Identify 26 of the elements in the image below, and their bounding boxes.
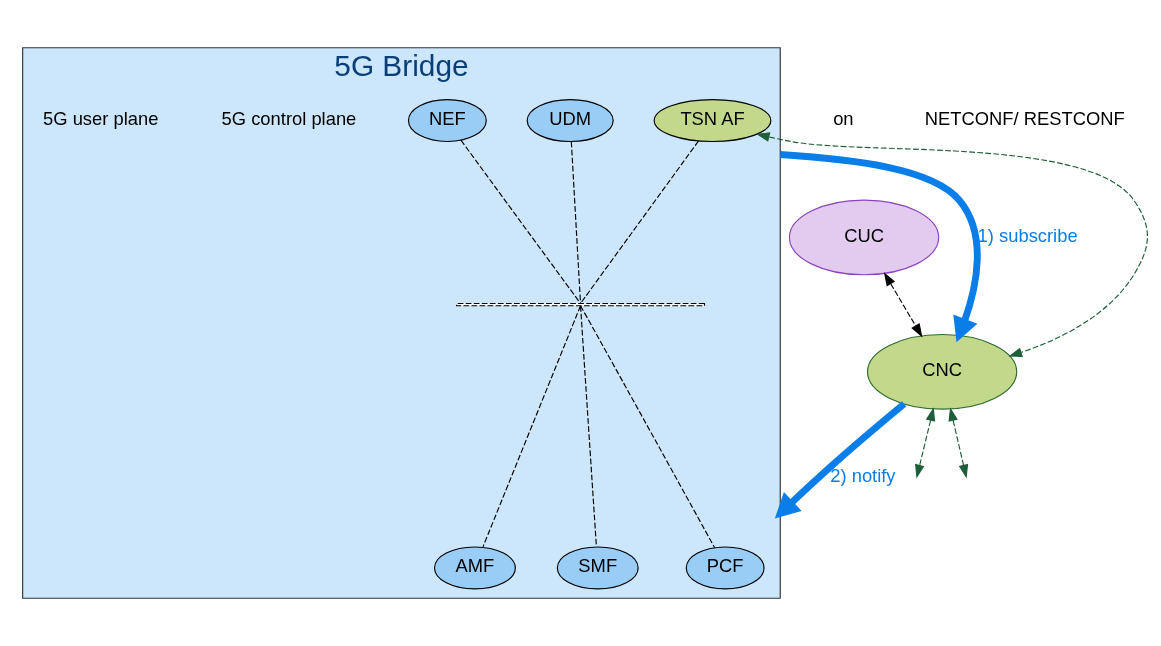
connector	[482, 305, 581, 548]
arrow	[948, 407, 969, 479]
node-ellipse: PCF	[685, 546, 765, 590]
node-ellipse: AMF	[433, 546, 516, 590]
label: 5G user plane	[43, 107, 159, 129]
connector	[579, 305, 597, 548]
connector	[580, 140, 699, 304]
connector	[460, 139, 582, 304]
node-ellipse: CUC	[788, 199, 940, 276]
arrow	[774, 401, 907, 519]
node-ellipse: SMF	[556, 546, 639, 590]
edge-label: 1) subscribe	[977, 224, 1078, 246]
node-ellipse: CNC	[866, 333, 1018, 410]
arrow	[780, 151, 981, 343]
label: NETCONF/ RESTCONF	[924, 107, 1125, 129]
connector	[580, 305, 716, 549]
arrow	[883, 272, 923, 338]
edge-label: 2) notify	[830, 465, 896, 487]
node-bar	[455, 302, 706, 307]
arrow	[915, 407, 936, 479]
arrow	[755, 132, 1148, 357]
node-ellipse: NEF	[407, 99, 487, 143]
label: on	[833, 107, 854, 129]
connector	[570, 141, 582, 304]
node-ellipse: UDM	[526, 99, 614, 143]
label: 5G control plane	[221, 107, 357, 129]
